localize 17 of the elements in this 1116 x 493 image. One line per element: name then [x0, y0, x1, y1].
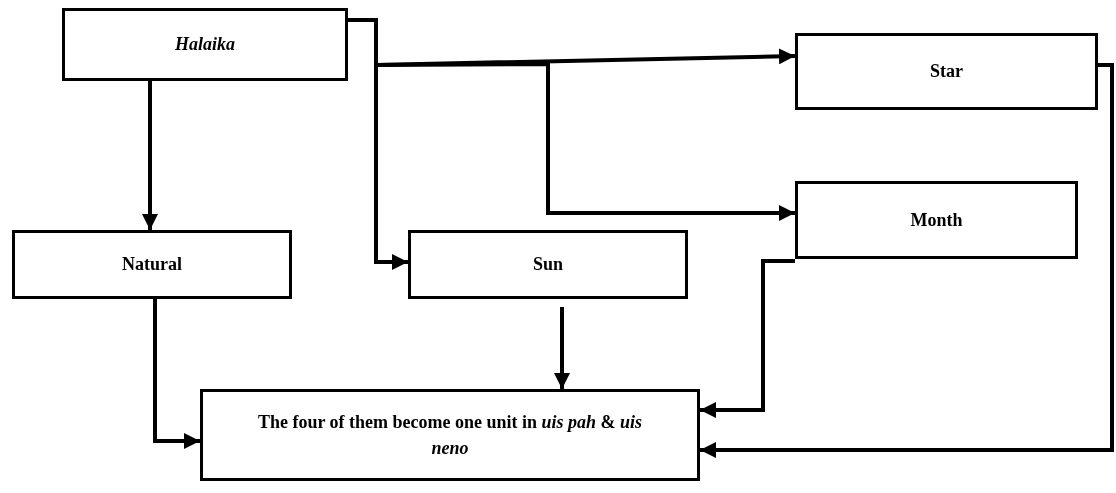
process-box	[12, 230, 292, 299]
process-box	[795, 181, 1078, 259]
arrow	[700, 63, 1114, 458]
box-label: Month	[910, 208, 963, 232]
box-label: Natural	[122, 253, 182, 277]
process-box	[62, 8, 348, 81]
arrow	[153, 299, 200, 449]
box-label: Sun	[532, 253, 563, 277]
box-label: Halaika	[175, 33, 235, 57]
arrow	[554, 307, 570, 389]
arrow	[142, 81, 158, 230]
arrow	[700, 259, 795, 418]
process-box	[408, 230, 688, 299]
process-box	[795, 33, 1098, 110]
box-label: Star	[930, 60, 963, 84]
process-box	[200, 389, 700, 481]
box-label: The four of them become one unit in uis pah & uis neno	[256, 410, 644, 460]
